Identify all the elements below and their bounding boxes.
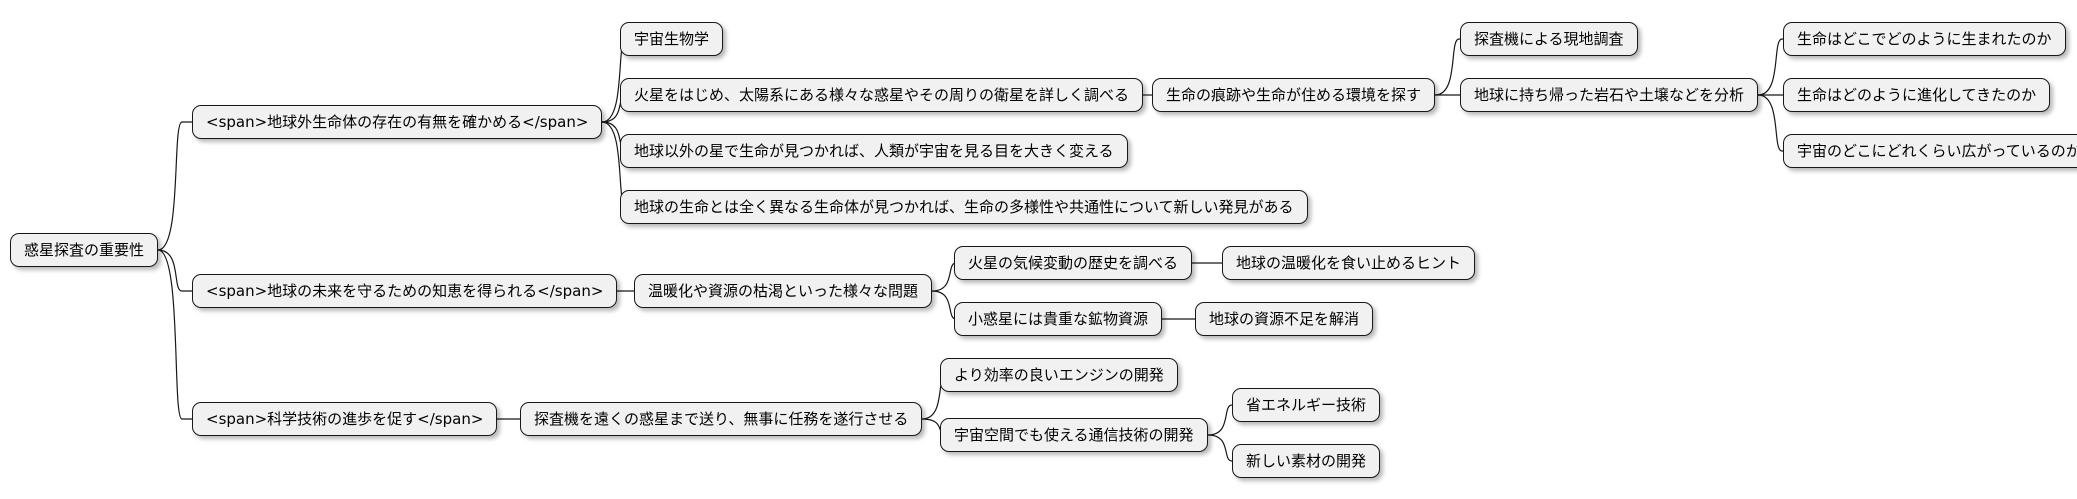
branch-node-life: <span>地球外生命体の存在の有無を確かめる</span>	[192, 105, 603, 139]
connector-line	[157, 249, 192, 420]
node-survey-planets: 火星をはじめ、太陽系にある様々な惑星やその周りの衛星を詳しく調べる	[620, 78, 1144, 112]
connector-line	[1434, 38, 1460, 96]
node-resource-shortage: 地球の資源不足を解消	[1195, 302, 1374, 336]
root-node: 惑星探査の重要性	[10, 233, 159, 267]
branch-node-future: <span>地球の未来を守るための知恵を得られる</span>	[192, 274, 618, 308]
node-efficient-engine: より効率の良いエンジンの開発	[940, 358, 1178, 392]
node-space-communication: 宇宙空間でも使える通信技術の開発	[940, 418, 1208, 452]
node-spread-of-life: 宇宙のどこにどれくらい広がっているのか	[1783, 134, 2077, 168]
connector-line	[1757, 94, 1783, 152]
node-mars-climate-history: 火星の気候変動の歴史を調べる	[954, 246, 1193, 280]
node-astrobiology: 宇宙生物学	[620, 22, 724, 56]
node-evolution-of-life: 生命はどのように進化してきたのか	[1783, 78, 2051, 112]
node-energy-saving: 省エネルギー技術	[1232, 388, 1381, 422]
node-origin-of-life: 生命はどこでどのように生まれたのか	[1783, 22, 2066, 56]
node-search-traces: 生命の痕跡や生命が住める環境を探す	[1152, 78, 1436, 112]
branch-node-technology: <span>科学技術の進歩を促す</span>	[192, 402, 498, 436]
node-probe-survey: 探査機による現地調査	[1460, 22, 1638, 56]
connector-line	[931, 262, 957, 292]
node-diversity-discovery: 地球の生命とは全く異なる生命体が見つかれば、生命の多様性や共通性について新しい発…	[620, 190, 1308, 224]
node-warming-hint: 地球の温暖化を食い止めるヒント	[1222, 246, 1476, 280]
connector-line	[1207, 404, 1233, 436]
node-new-materials: 新しい素材の開発	[1232, 444, 1381, 478]
node-change-perspective: 地球以外の星で生命が見つかれば、人類が宇宙を見る目を大きく変える	[620, 134, 1128, 168]
connector-line	[157, 121, 192, 251]
node-global-problems: 温暖化や資源の枯渇といった様々な問題	[634, 274, 933, 308]
node-asteroid-minerals: 小惑星には貴重な鉱物資源	[954, 302, 1163, 336]
connector-line	[1207, 434, 1233, 462]
connector-line	[157, 249, 192, 292]
node-sample-analysis: 地球に持ち帰った岩石や土壌などを分析	[1460, 78, 1759, 112]
connector-line	[1757, 38, 1783, 96]
node-send-probes: 探査機を遠くの惑星まで送り、無事に任務を遂行させる	[520, 402, 923, 436]
connector-line	[931, 290, 957, 320]
